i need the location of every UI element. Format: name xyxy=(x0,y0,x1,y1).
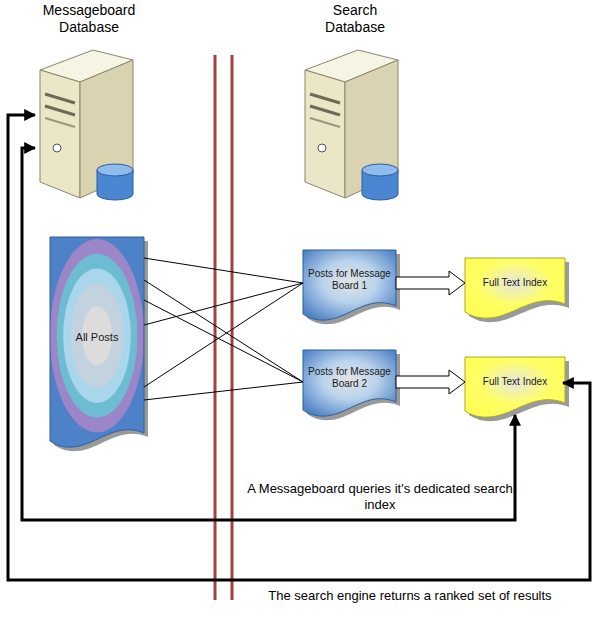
server-slot xyxy=(45,106,75,115)
document-fill xyxy=(465,357,565,417)
flow-arrow xyxy=(22,148,515,520)
mapping-line xyxy=(144,283,303,387)
database-server: Messageboard Database xyxy=(35,2,143,200)
index-document: Full Text Index xyxy=(465,258,565,318)
document-shape: Posts for Message Board 2 xyxy=(303,350,396,416)
edge-label: The search engine returns a ranked set o… xyxy=(250,588,570,604)
document-shape: All Posts xyxy=(50,237,144,447)
mapping-line xyxy=(144,283,303,325)
block-arrow xyxy=(396,271,465,295)
document-shape: Posts for Message Board 1 xyxy=(303,250,396,320)
server-slot xyxy=(45,94,75,103)
server-slot xyxy=(310,118,340,127)
document-label: Full Text Index xyxy=(465,357,565,407)
server-slot xyxy=(45,118,75,127)
mapping-line xyxy=(144,300,303,382)
edge-label: A Messageboard queries it's dedicated se… xyxy=(240,481,520,513)
server-front xyxy=(305,70,345,198)
document-label: Full Text Index xyxy=(465,258,565,308)
mapping-line xyxy=(144,382,303,400)
server-button xyxy=(318,144,326,152)
divider-line xyxy=(231,55,234,600)
document-fill xyxy=(303,350,396,416)
mapping-line xyxy=(144,258,303,283)
divider-line xyxy=(214,55,217,600)
block-arrow xyxy=(396,370,465,394)
document-fill xyxy=(303,250,396,320)
document-label: All Posts xyxy=(50,237,144,437)
document-fill xyxy=(465,258,565,318)
database-heading: Messageboard Database xyxy=(39,2,139,36)
database-heading: Search Database xyxy=(320,2,390,36)
server-button xyxy=(53,144,61,152)
index-document: Full Text Index xyxy=(465,357,565,417)
server-slot xyxy=(310,94,340,103)
document-label: Posts for Message Board 2 xyxy=(303,350,396,406)
mapping-line xyxy=(144,280,303,382)
server-slot xyxy=(310,106,340,115)
disk-top xyxy=(97,164,133,176)
server-front xyxy=(40,70,80,198)
document-fill xyxy=(50,237,144,447)
disk-top xyxy=(362,164,398,176)
document-label: Posts for Message Board 1 xyxy=(303,250,396,310)
database-server: Search Database xyxy=(300,2,410,200)
flow-arrow xyxy=(8,115,590,580)
